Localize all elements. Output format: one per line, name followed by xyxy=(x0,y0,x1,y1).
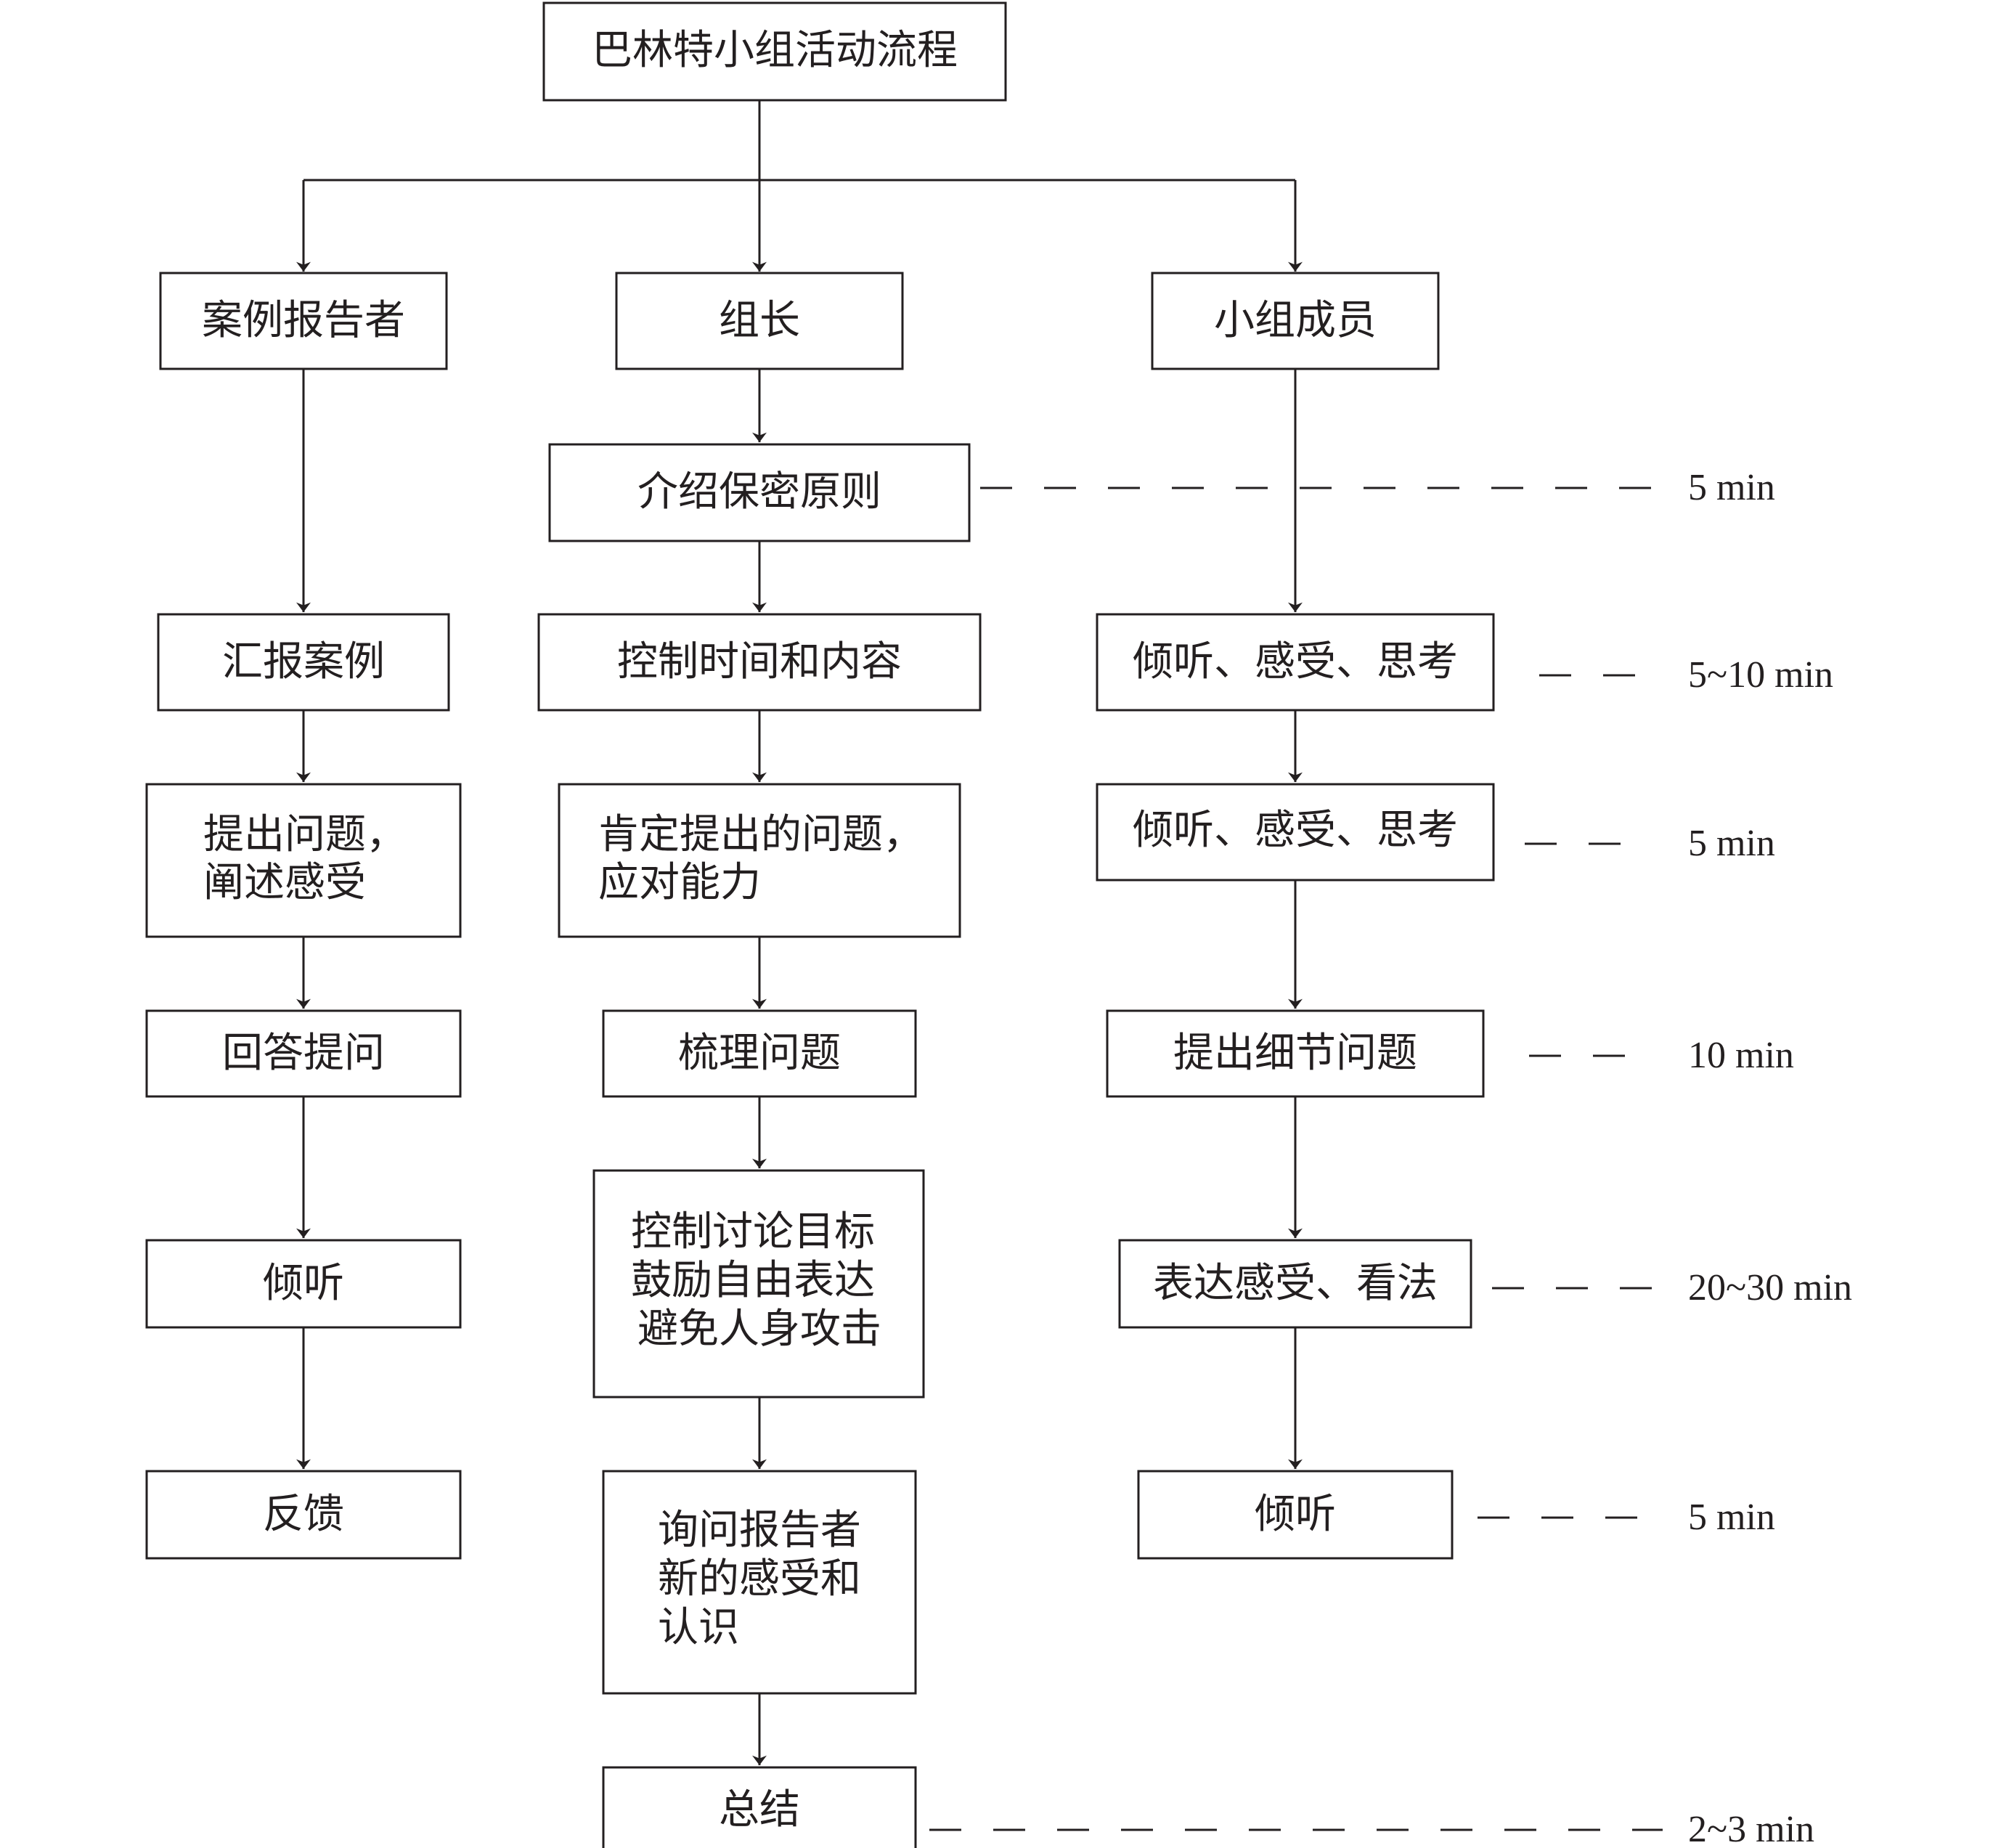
role-reporter-label: 案例报告者 xyxy=(202,297,405,344)
role-members-label: 小组成员 xyxy=(1214,297,1377,344)
leader-step-3: 肯定提出的问题， 应对能力 xyxy=(558,783,961,938)
role-reporter-box: 案例报告者 xyxy=(159,272,448,370)
timing-5: 20~30 min xyxy=(1688,1267,1852,1308)
timing-labels: 5 min 5~10 min 5 min 10 min 20~30 min 5 … xyxy=(1688,467,1852,1848)
member-step-4: 表达感受、看法 xyxy=(1118,1239,1472,1329)
leader-step-1: 介绍保密原则 xyxy=(548,443,971,542)
reporter-step-4: 倾听 xyxy=(145,1239,462,1329)
leader-step-4: 梳理问题 xyxy=(602,1009,917,1098)
member-step-3: 提出细节问题 xyxy=(1106,1009,1485,1098)
timing-4: 10 min xyxy=(1688,1035,1794,1076)
reporter-step-3-label: 回答提问 xyxy=(222,1030,385,1077)
member-step-2-label: 倾听、感受、思考 xyxy=(1133,807,1458,854)
timing-6: 5 min xyxy=(1688,1497,1775,1538)
leader-step-6-label: 询问报告者 新的感受和 认识 xyxy=(658,1507,874,1651)
diagram-title: 巴林特小组活动流程 xyxy=(592,27,958,74)
leader-step-7-label: 总结 xyxy=(719,1786,800,1833)
reporter-step-1-label: 汇报案例 xyxy=(222,638,385,685)
leader-step-4-label: 梳理问题 xyxy=(678,1030,841,1077)
role-members-box: 小组成员 xyxy=(1151,272,1440,370)
leader-step-2: 控制时间和内容 xyxy=(537,613,982,712)
reporter-step-3: 回答提问 xyxy=(145,1009,462,1098)
member-step-1-label: 倾听、感受、思考 xyxy=(1133,638,1458,685)
role-leader-label: 组长 xyxy=(719,297,800,344)
reporter-step-4-label: 倾听 xyxy=(263,1260,344,1307)
leader-step-7: 总结 xyxy=(602,1766,917,1848)
leader-step-2-label: 控制时间和内容 xyxy=(617,638,902,685)
leader-step-5: 控制讨论目标 鼓励自由表达 避免人身攻击 xyxy=(592,1169,925,1399)
leader-step-5-label: 控制讨论目标 鼓励自由表达 避免人身攻击 xyxy=(631,1208,888,1353)
reporter-step-2: 提出问题， 阐述感受 xyxy=(145,783,462,938)
connectors xyxy=(296,100,1303,1766)
timing-leaders xyxy=(929,487,1663,1831)
member-step-5: 倾听 xyxy=(1137,1470,1454,1560)
member-step-4-label: 表达感受、看法 xyxy=(1153,1260,1438,1307)
member-step-2: 倾听、感受、思考 xyxy=(1096,783,1495,882)
reporter-step-1: 汇报案例 xyxy=(157,613,450,712)
leader-step-6: 询问报告者 新的感受和 认识 xyxy=(602,1470,917,1695)
reporter-step-5-label: 反馈 xyxy=(263,1491,344,1538)
reporter-step-2-label: 提出问题， 阐述感受 xyxy=(203,811,420,906)
role-leader-box: 组长 xyxy=(615,272,904,370)
timing-7: 2~3 min xyxy=(1688,1809,1814,1848)
title-box: 巴林特小组活动流程 xyxy=(542,1,1007,102)
reporter-step-5: 反馈 xyxy=(145,1470,462,1560)
leader-step-1-label: 介绍保密原则 xyxy=(637,468,881,516)
timing-2: 5~10 min xyxy=(1688,654,1833,696)
timing-3: 5 min xyxy=(1688,823,1775,864)
member-step-3-label: 提出细节问题 xyxy=(1173,1030,1417,1077)
member-step-1: 倾听、感受、思考 xyxy=(1096,613,1495,712)
leader-step-3-label: 肯定提出的问题， 应对能力 xyxy=(598,811,937,906)
member-step-5-label: 倾听 xyxy=(1255,1491,1336,1538)
timing-1: 5 min xyxy=(1688,467,1775,508)
